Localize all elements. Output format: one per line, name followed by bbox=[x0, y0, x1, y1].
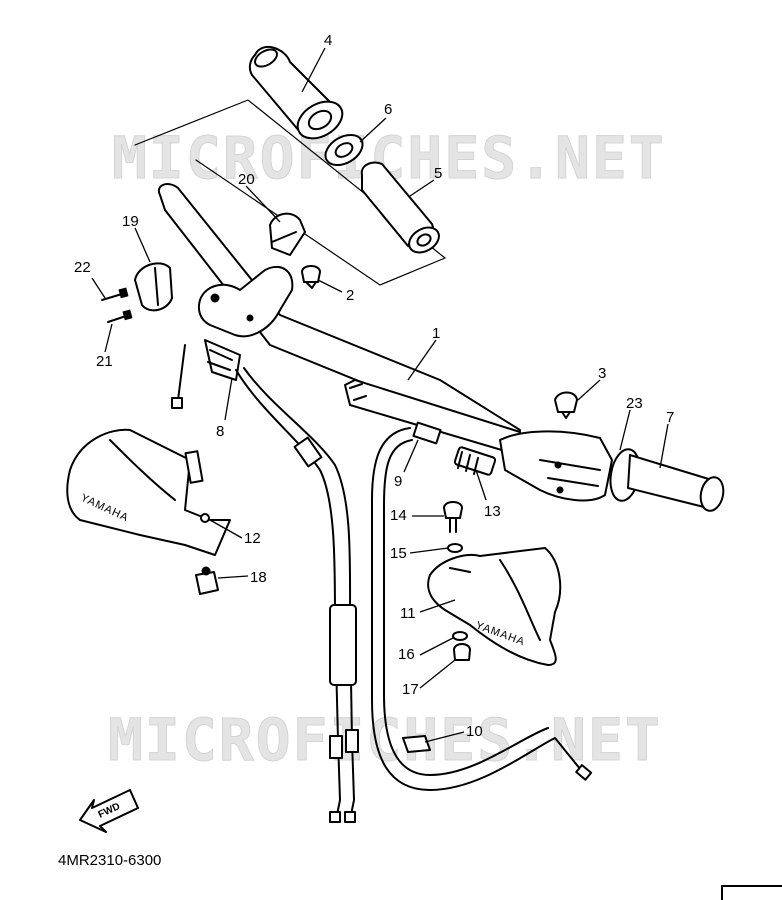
part-3-cap bbox=[554, 391, 578, 419]
label-11: 11 bbox=[400, 605, 416, 622]
right-lever-housing bbox=[499, 430, 613, 502]
watermark-top: MICROFICHES.NET bbox=[112, 124, 666, 192]
label-1: 1 bbox=[432, 325, 440, 342]
label-3: 3 bbox=[598, 365, 606, 382]
label-15: 15 bbox=[390, 545, 407, 562]
label-5: 5 bbox=[434, 165, 442, 182]
corner-bracket bbox=[721, 885, 782, 900]
part-2-cap bbox=[301, 265, 321, 289]
label-18: 18 bbox=[250, 569, 267, 586]
part-4-grip bbox=[248, 45, 344, 140]
label-20: 20 bbox=[238, 171, 255, 188]
label-19: 19 bbox=[122, 213, 139, 230]
label-17: 17 bbox=[402, 681, 419, 698]
part-19-clamp bbox=[134, 262, 173, 312]
label-22: 22 bbox=[74, 259, 91, 276]
label-6: 6 bbox=[384, 101, 392, 118]
part-11-handguard-right: YAMAHA bbox=[427, 547, 562, 666]
part-labels: 1 2 3 4 5 6 7 8 9 10 11 12 13 14 15 16 1… bbox=[74, 32, 674, 740]
part-17-nut bbox=[453, 643, 471, 661]
part-20-clamp bbox=[269, 212, 306, 256]
label-9: 9 bbox=[394, 473, 402, 490]
part-9-adjuster bbox=[412, 421, 442, 445]
part-7-grip bbox=[627, 454, 725, 512]
part-18-nut bbox=[195, 566, 219, 595]
label-10: 10 bbox=[466, 723, 483, 740]
label-4: 4 bbox=[324, 32, 332, 49]
label-23: 23 bbox=[626, 395, 643, 412]
left-switch-housing bbox=[197, 265, 294, 338]
grip-explode-outline bbox=[134, 99, 447, 286]
drawing-code: 4MR2310-6300 bbox=[58, 852, 161, 869]
label-14: 14 bbox=[390, 507, 407, 524]
part-13-adjuster-nut bbox=[453, 446, 497, 476]
leader-lines bbox=[91, 47, 669, 743]
label-8: 8 bbox=[216, 423, 224, 440]
part-5-throttle-tube bbox=[360, 161, 440, 254]
label-7: 7 bbox=[666, 409, 674, 426]
watermark-bottom: MICROFICHES.NET bbox=[108, 706, 662, 774]
fwd-arrow: FWD bbox=[79, 789, 139, 833]
part-15-washer bbox=[447, 543, 463, 553]
label-13: 13 bbox=[484, 503, 501, 520]
label-12: 12 bbox=[244, 530, 261, 547]
label-16: 16 bbox=[398, 646, 415, 663]
part-8-switch-lead bbox=[171, 339, 241, 409]
part-16-washer bbox=[452, 631, 468, 641]
part-22-screw bbox=[101, 287, 129, 301]
part-1-handlebar bbox=[157, 183, 521, 456]
label-21: 21 bbox=[96, 353, 113, 370]
part-14-bolt bbox=[443, 501, 463, 533]
part-21-screw bbox=[107, 309, 133, 323]
part-10-clutch-cable bbox=[371, 427, 593, 791]
part-12-handguard-left: YAMAHA bbox=[66, 428, 231, 556]
label-2: 2 bbox=[346, 287, 354, 304]
throttle-cables bbox=[235, 367, 359, 823]
